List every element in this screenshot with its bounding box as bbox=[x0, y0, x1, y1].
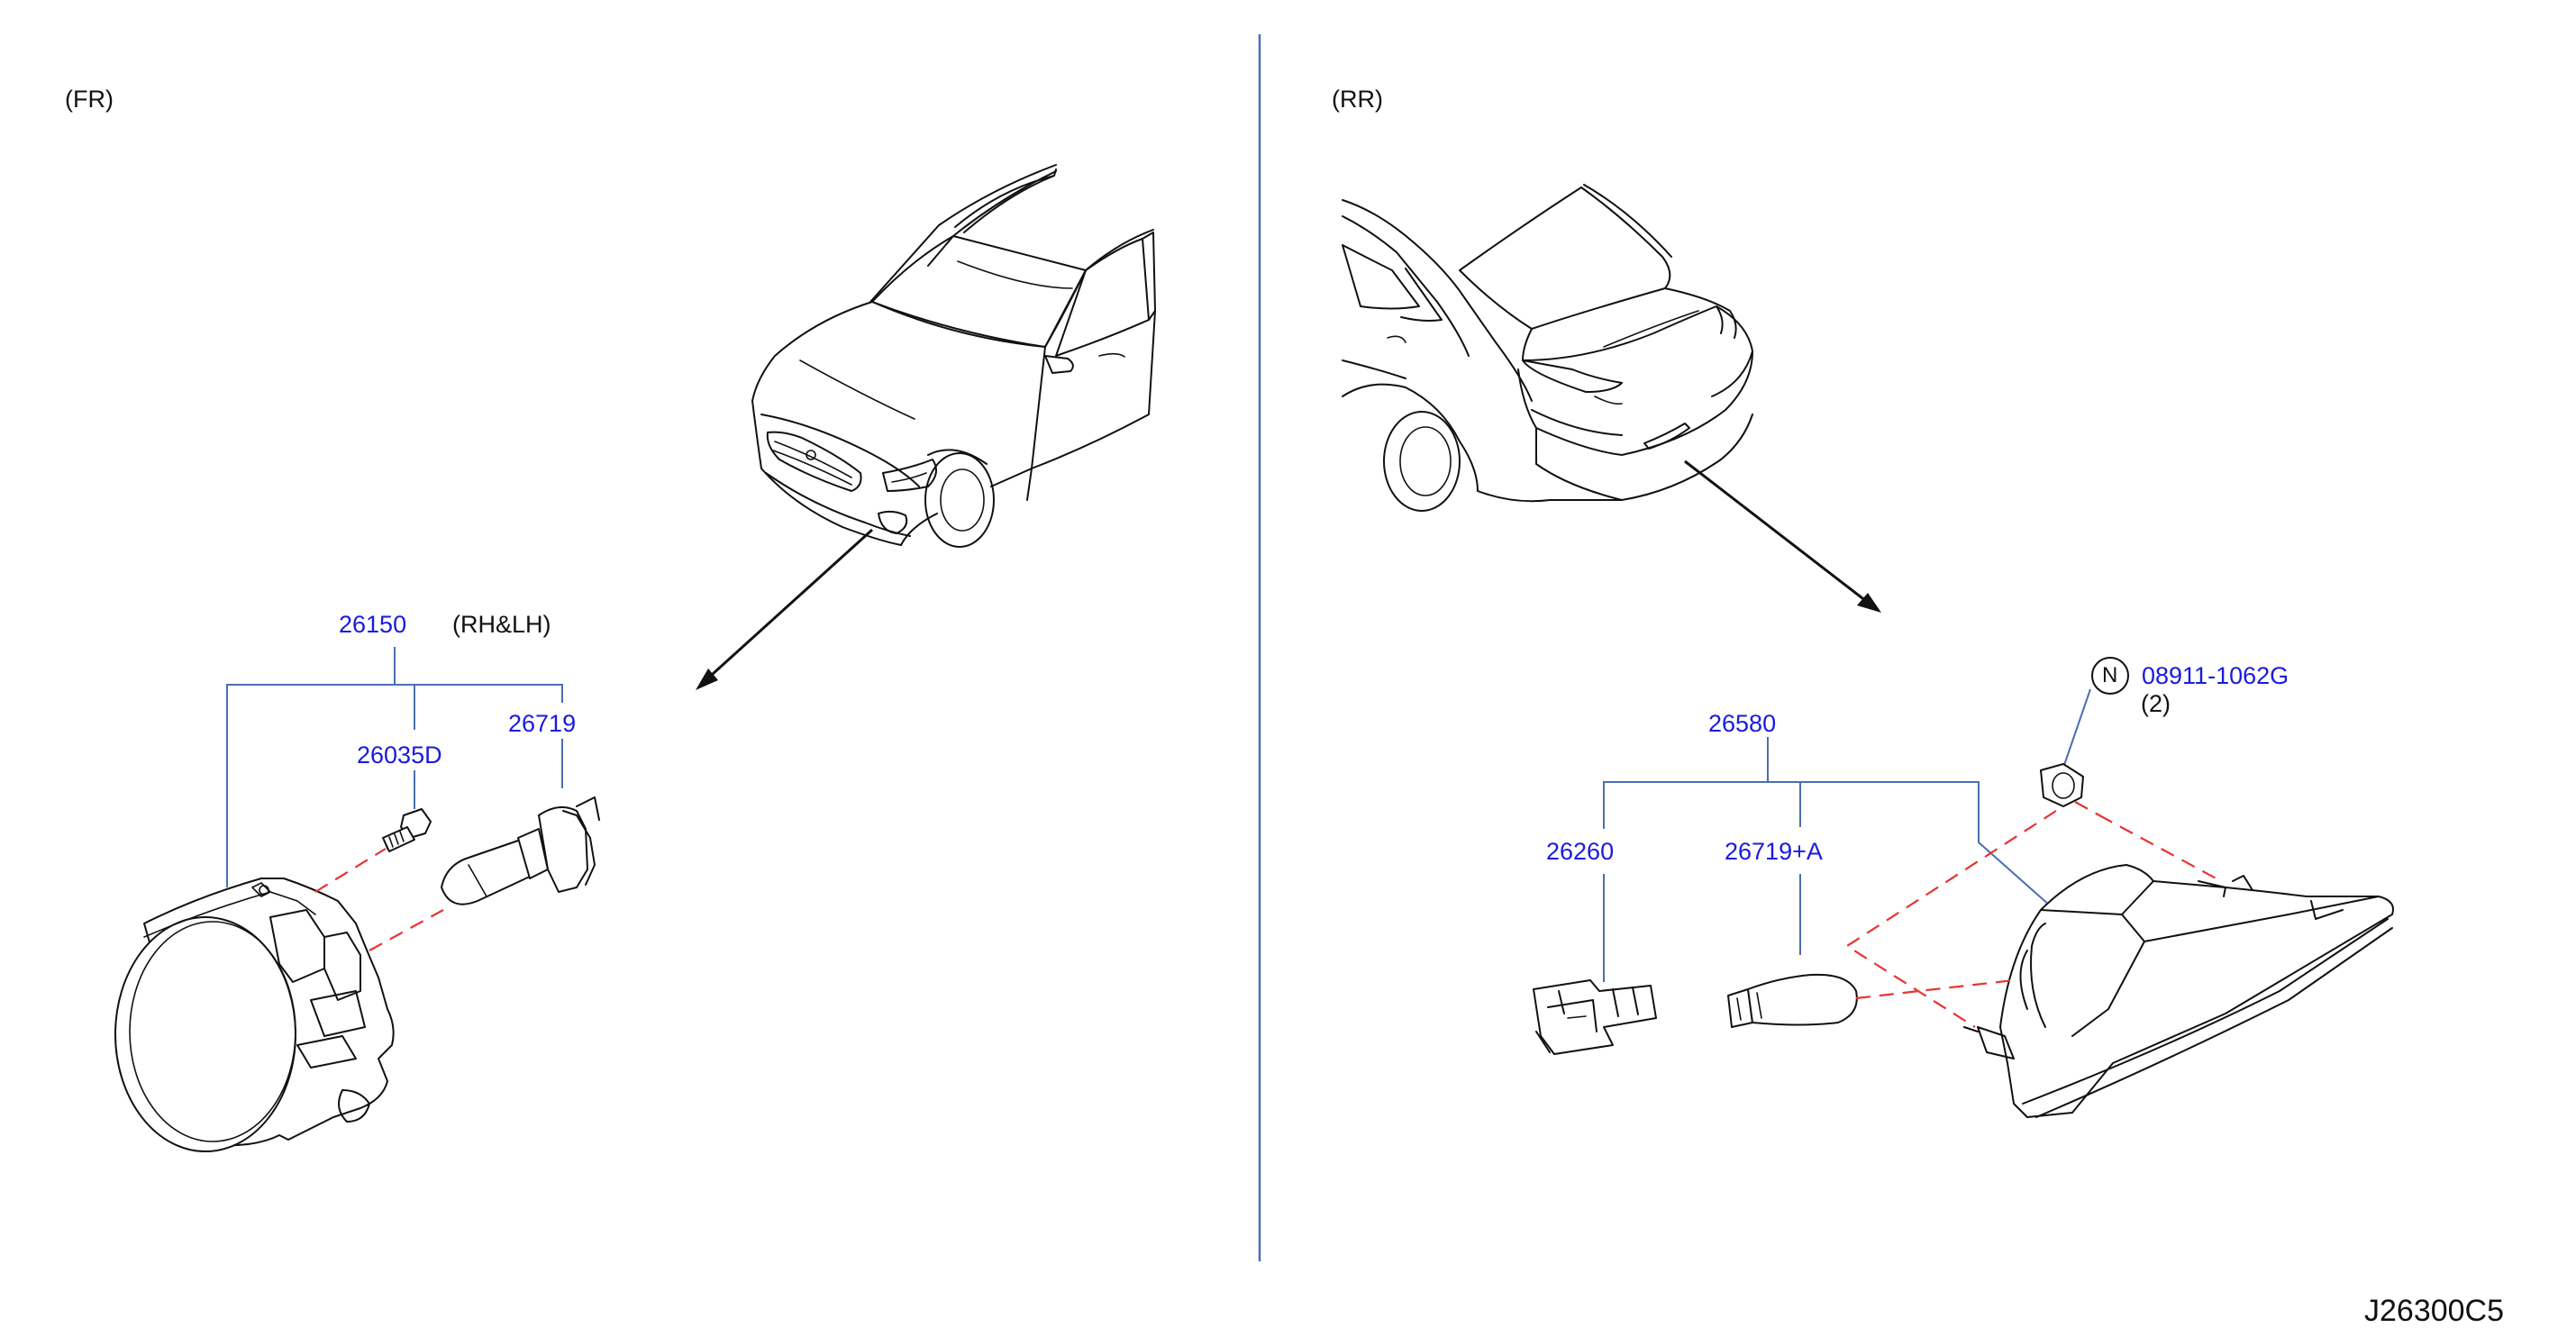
rear-leader-lines bbox=[1603, 657, 2129, 982]
rear-view-arrow bbox=[1684, 459, 1881, 613]
nut-symbol-n: N bbox=[2102, 663, 2118, 687]
front-section-label: (FR) bbox=[65, 86, 114, 113]
nut-08911-1062g-drawing bbox=[2040, 763, 2084, 807]
bulb-26719-drawing bbox=[441, 796, 600, 905]
bulb-26719a-drawing bbox=[1727, 973, 1858, 1028]
screw-26035d-drawing bbox=[382, 808, 432, 852]
rear-exploded-dashes bbox=[1844, 801, 2222, 1028]
fog-lamp-assembly-drawing bbox=[114, 878, 395, 1152]
assembly-note-rh-lh: (RH&LH) bbox=[452, 611, 551, 638]
part-number-26150[interactable]: 26150 bbox=[339, 611, 407, 638]
rear-lamp-housing-drawing bbox=[1963, 864, 2394, 1118]
part-number-26035d[interactable]: 26035D bbox=[357, 741, 442, 769]
part-number-26719a[interactable]: 26719+A bbox=[1725, 838, 1823, 865]
rear-section-label: (RR) bbox=[1332, 86, 1383, 113]
part-number-26719[interactable]: 26719 bbox=[508, 710, 577, 737]
socket-26260-drawing bbox=[1533, 979, 1657, 1055]
front-exploded-dashes bbox=[314, 848, 444, 951]
rear-car-illustration bbox=[1342, 184, 1753, 512]
front-car-illustration bbox=[751, 164, 1156, 548]
figure-id: J26300C5 bbox=[2364, 1294, 2505, 1328]
part-number-08911-1062g[interactable]: 08911-1062G bbox=[2142, 662, 2289, 689]
part-number-26260[interactable]: 26260 bbox=[1546, 838, 1615, 865]
nut-quantity: (2) bbox=[2141, 690, 2171, 717]
front-leader-lines bbox=[226, 647, 563, 887]
part-number-26580[interactable]: 26580 bbox=[1708, 710, 1777, 737]
front-view-arrow bbox=[696, 528, 874, 690]
